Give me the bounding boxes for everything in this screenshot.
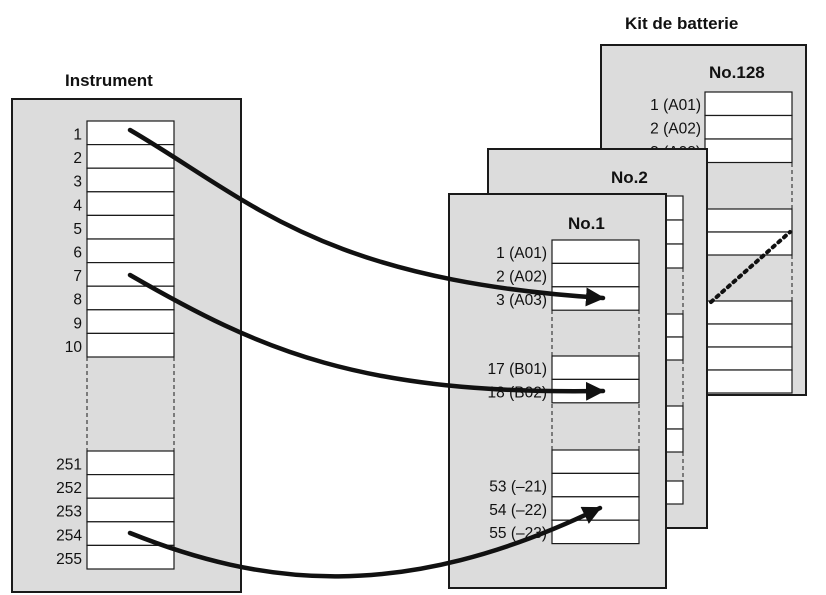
instrument-cell-label: 2 (73, 150, 82, 167)
kit-no1-cell-label: 53 (–21) (489, 478, 547, 495)
mapping-arrows (127, 127, 606, 579)
arrow-254-to-22 (127, 505, 603, 579)
instrument-cell-label: 251 (56, 457, 82, 474)
instrument-cell-label: 10 (65, 339, 83, 356)
instrument-title: Instrument (65, 71, 153, 90)
kit-no1-cell (551, 239, 640, 264)
kit-no1-title: No.1 (568, 214, 605, 233)
instrument-gap (86, 357, 175, 451)
instrument-cell (86, 544, 175, 570)
instrument-cell-label: 4 (73, 197, 82, 214)
kit-no1-cell-label: 54 (–22) (489, 502, 547, 519)
instrument-cell-label: 6 (73, 245, 82, 262)
instrument-cell-label: 254 (56, 527, 82, 544)
instrument-cell-label: 1 (73, 127, 82, 144)
instrument-cell-label: 8 (73, 292, 82, 309)
instrument-cell-label: 7 (73, 268, 82, 285)
kit-no128-cell (704, 114, 793, 140)
kit-no1-cell-label: 17 (B01) (488, 361, 547, 378)
instrument-cell-label: 3 (73, 174, 82, 191)
kit-no2-title: No.2 (611, 168, 648, 187)
kit-no128-cell-label: 2 (A02) (650, 121, 701, 138)
kit-no128-cell (704, 300, 793, 325)
kit-no128-cell (704, 323, 793, 348)
instrument-cell (86, 238, 175, 264)
instrument-cell (86, 309, 175, 334)
kit-no128-cell (704, 369, 793, 394)
kit-no1-cell (551, 472, 640, 498)
instrument-cell (86, 191, 175, 217)
instrument-cell (86, 497, 175, 523)
kit-no128-cell (704, 346, 793, 371)
kit-no128-cell (704, 138, 793, 164)
arrow-7-to-b02 (127, 272, 606, 401)
kit-no1-cell-label: 2 (A02) (496, 268, 547, 285)
instrument-cell-label: 252 (56, 480, 82, 497)
instrument-cell-label: 5 (73, 221, 82, 238)
instrument-cell (86, 214, 175, 240)
kit-no128-cell-label: 1 (A01) (650, 97, 701, 114)
kit-no1-cell (551, 355, 640, 380)
instrument-cell (86, 285, 175, 311)
kit-no128-cells (704, 91, 793, 164)
instrument-cell (86, 167, 175, 193)
kit-no1-cell-label: 3 (A03) (496, 292, 547, 309)
kit-no128-dotted-link (709, 230, 792, 304)
kit-no1-cell (551, 262, 640, 288)
instrument-cell-label: 255 (56, 551, 82, 568)
instrument-cell-label: 9 (73, 315, 82, 332)
kit-no128-cell (704, 91, 793, 117)
kit-no1-cell-label: 1 (A01) (496, 245, 547, 262)
instrument-cell (86, 332, 175, 358)
arrow-1-to-a03 (127, 127, 606, 307)
kit-no128-title: No.128 (709, 63, 765, 82)
kit-no128-cell (704, 208, 793, 233)
kit-title: Kit de batterie (625, 14, 738, 33)
instrument-cell (86, 450, 175, 476)
instrument-cell (86, 474, 175, 499)
instrument-cell-label: 253 (56, 504, 82, 521)
kit-no1-cell (551, 449, 640, 474)
instrument-bottom-cells: 251 252 253 254 255 (56, 450, 175, 570)
